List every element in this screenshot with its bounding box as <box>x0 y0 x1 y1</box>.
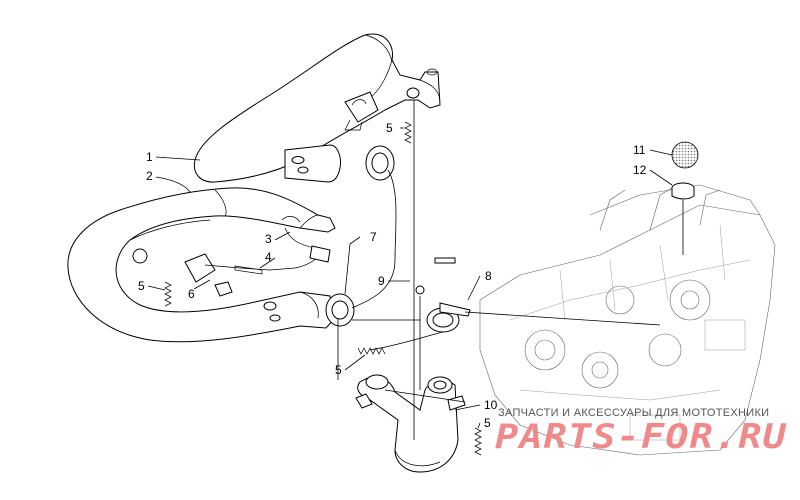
callouts: 1 2 3 4 5 5 5 5 6 7 8 9 10 11 12 <box>138 121 647 430</box>
callout-10: 10 <box>484 398 498 412</box>
cap-11 <box>671 141 699 169</box>
watermark: ЗАПЧАСТИ И АКСЕССУАРЫ ДЛЯ МОТОТЕХНИКИ PA… <box>495 407 788 457</box>
engine-block <box>479 184 776 456</box>
springs <box>164 121 482 456</box>
callout-5c: 5 <box>335 363 342 377</box>
sensor-cable <box>204 227 331 275</box>
expansion-chamber <box>67 187 355 343</box>
leader-lines <box>147 127 673 429</box>
upper-muffler <box>193 33 441 183</box>
clamp-12 <box>671 182 695 200</box>
callout-9: 9 <box>378 274 385 288</box>
callout-1: 1 <box>146 150 153 164</box>
callout-5a: 5 <box>386 121 393 135</box>
watermark-subtitle: ЗАПЧАСТИ И АКСЕССУАРЫ ДЛЯ МОТОТЕХНИКИ <box>498 407 769 419</box>
callout-5b: 5 <box>138 279 145 293</box>
callout-12: 12 <box>633 163 647 177</box>
callout-5d: 5 <box>484 416 491 430</box>
watermark-brand: PARTS-FOR.RU <box>495 417 788 457</box>
callout-2: 2 <box>146 169 153 183</box>
assembly-lines <box>337 100 684 440</box>
callout-3: 3 <box>265 232 272 246</box>
callout-11: 11 <box>633 143 646 157</box>
clamp <box>415 257 471 333</box>
y-pipe <box>355 374 466 473</box>
callout-6: 6 <box>188 287 195 301</box>
callout-8: 8 <box>485 269 492 283</box>
callout-4: 4 <box>265 250 272 264</box>
callout-7: 7 <box>370 230 377 244</box>
